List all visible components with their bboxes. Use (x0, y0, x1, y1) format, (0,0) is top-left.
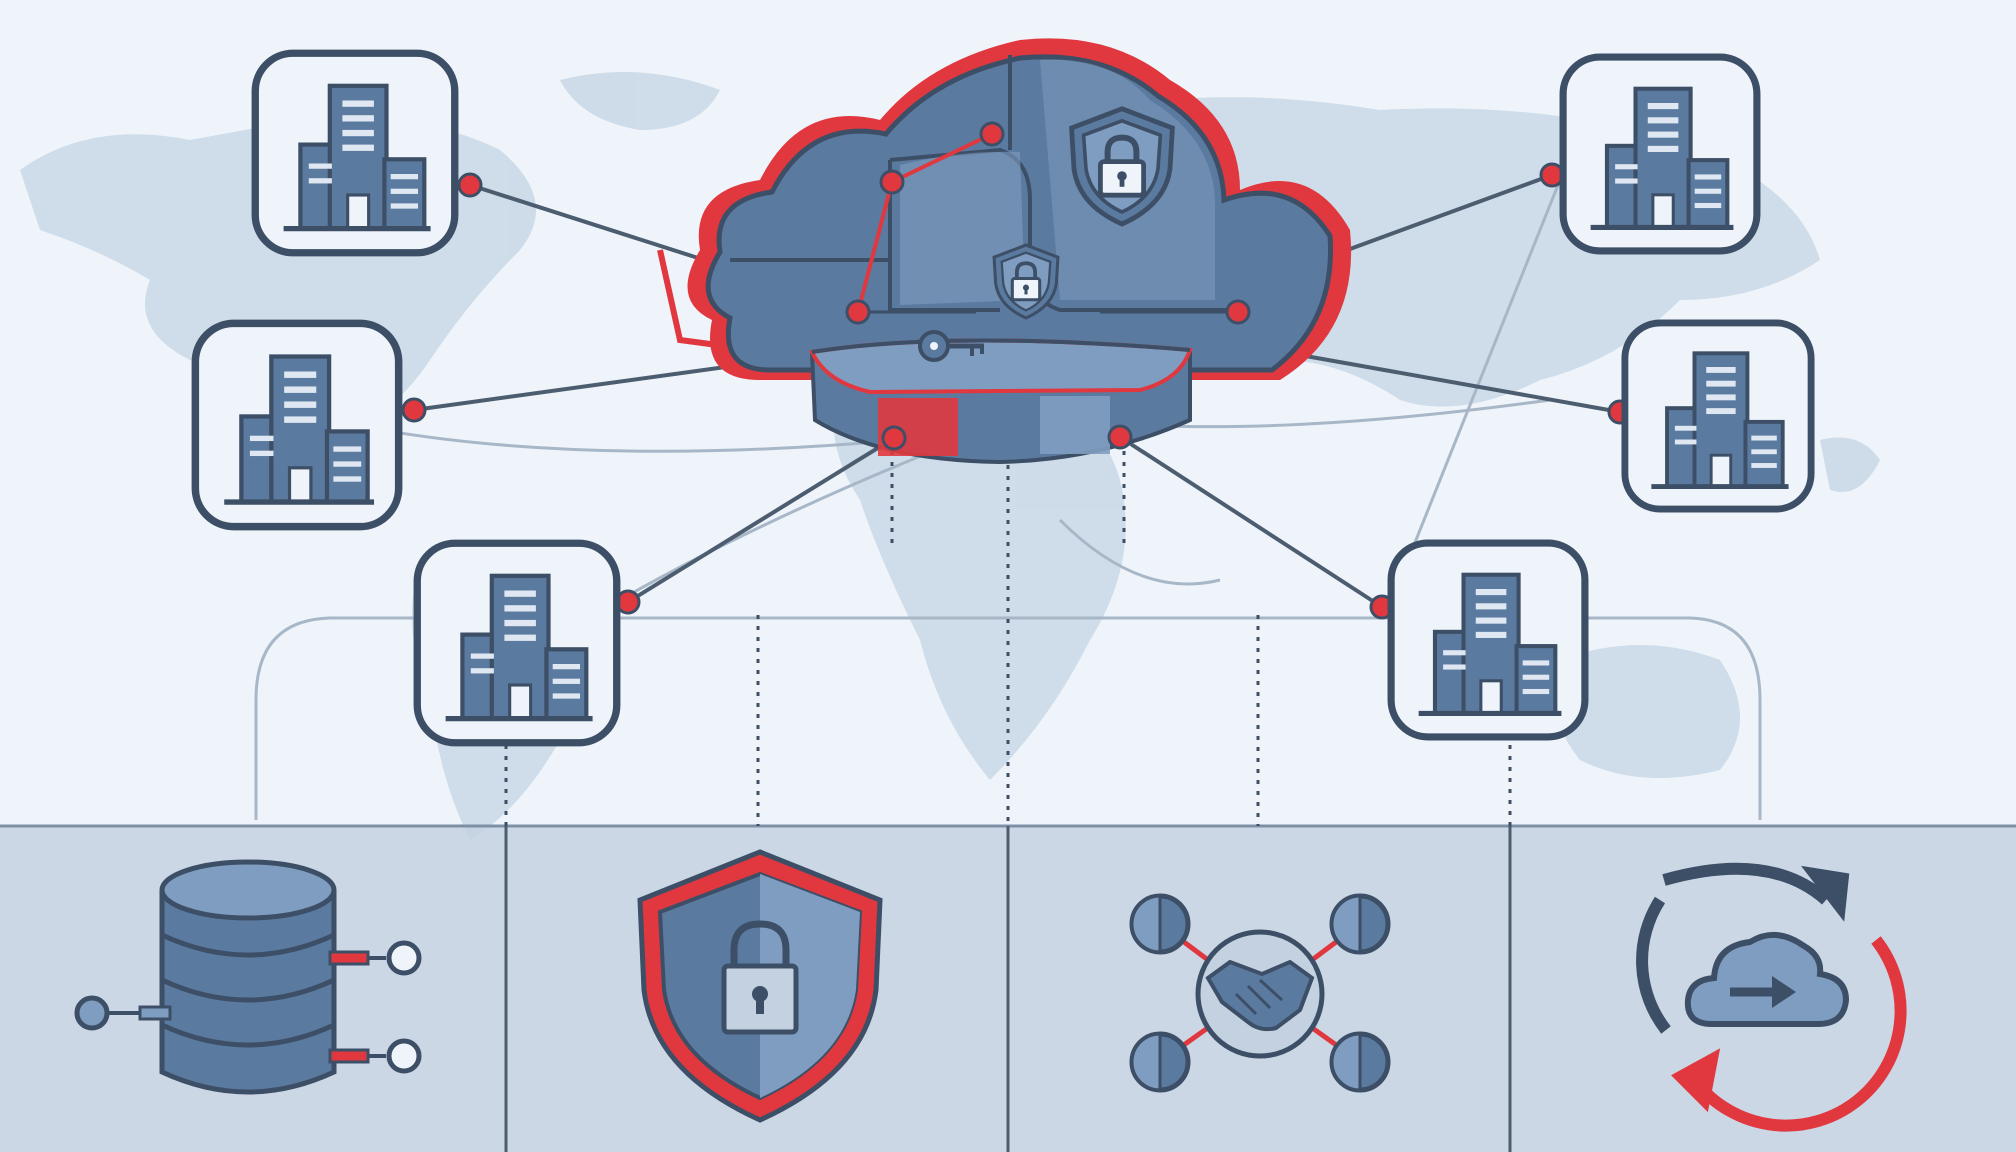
site-top-left (255, 53, 455, 252)
central-cloud (687, 38, 1352, 465)
cloud-circuit-nodes (845, 121, 1251, 325)
cloud-sync-icon (1636, 862, 1907, 1132)
site-low-right (1391, 543, 1585, 737)
key-icon (918, 330, 984, 362)
site-top-right (1563, 57, 1757, 251)
shield-lock-icon (637, 849, 883, 1123)
site-low-left (417, 543, 617, 743)
handshake-network-icon (1129, 893, 1391, 1093)
site-mid-right (1625, 323, 1811, 509)
background-routes (254, 179, 1762, 820)
connection-nodes (401, 162, 1633, 620)
network-links (413, 173, 1621, 609)
dotted-connectors (504, 440, 1512, 826)
site-mid-left (195, 323, 398, 526)
database-icon (74, 859, 422, 1095)
